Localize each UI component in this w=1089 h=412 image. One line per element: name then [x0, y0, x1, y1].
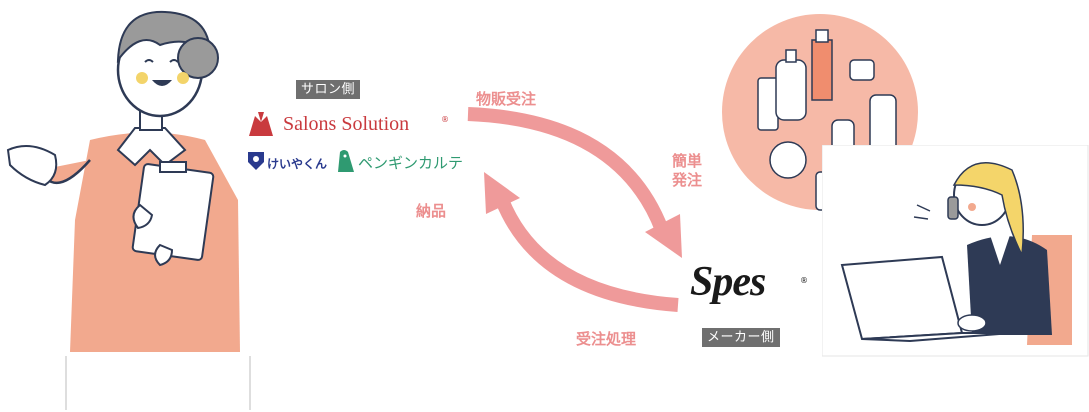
salons-solution-brand: Salons Solution: [283, 113, 410, 135]
penguin-karte-brand: ペンギンカルテ: [358, 154, 464, 172]
easy-order-line-2: 発注: [672, 171, 703, 189]
delivery-label: 納品: [416, 202, 447, 220]
cream-tube-icon: [757, 77, 779, 131]
spes-brand: Spes: [690, 259, 766, 305]
salons-solution-logo-icon: [249, 112, 273, 136]
keiyakun-brand: けいやくん: [267, 157, 328, 171]
salon-side-label: サロン側: [296, 80, 361, 99]
maker-side-label: メーカー側: [702, 328, 780, 347]
jar-icon: [849, 59, 875, 81]
maker-staff-illustration: [822, 145, 1089, 357]
compact-icon: [769, 141, 807, 179]
registered-mark: ®: [441, 115, 449, 124]
arrow-head-up: [484, 172, 520, 214]
salon-staff-illustration: [6, 10, 251, 410]
penguin-logo-icon: [338, 150, 354, 172]
keiyakun-logo-icon: [248, 152, 264, 170]
pump-bottle-icon: [811, 39, 833, 101]
easy-order-label: 簡単 発注: [672, 152, 702, 190]
flow-arrows: [467, 107, 682, 312]
order-sales-label: 物販受注: [476, 90, 537, 108]
spes-registered-mark: ®: [800, 276, 808, 285]
order-processing-label: 受注処理: [576, 330, 637, 348]
easy-order-line-1: 簡単: [672, 152, 703, 170]
lotion-bottle-icon: [775, 59, 807, 121]
arrow-head-down: [645, 214, 682, 258]
